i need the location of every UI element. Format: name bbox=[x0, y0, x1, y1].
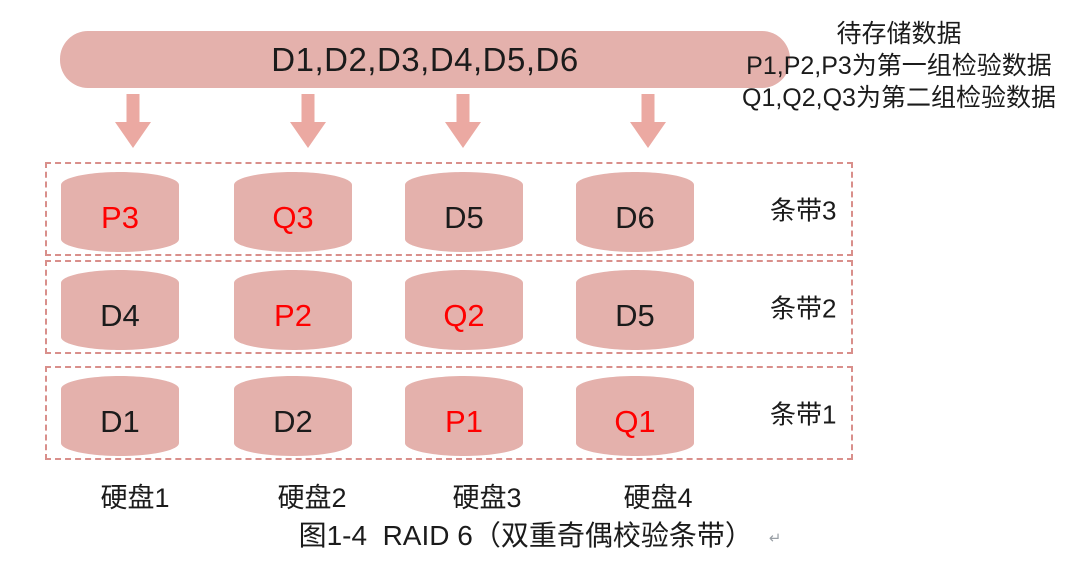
annotation-line-1: 待存储数据 bbox=[836, 20, 962, 48]
disk-block: Q2 bbox=[405, 270, 523, 350]
block-label: D2 bbox=[273, 404, 313, 439]
disk-block: D5 bbox=[576, 270, 694, 350]
block-label: P2 bbox=[274, 298, 312, 333]
down-arrow-icon bbox=[290, 94, 326, 148]
disk-block: P2 bbox=[234, 270, 352, 350]
annotation-line-2: P1,P2,P3为第一组检验数据 bbox=[746, 52, 1052, 80]
block-label: D6 bbox=[615, 200, 655, 235]
disk-label-3: 硬盘3 bbox=[452, 483, 522, 513]
annotation-block: 待存储数据 P1,P2,P3为第一组检验数据 Q1,Q2,Q3为第二组检验数据 bbox=[718, 18, 1080, 114]
disk-block: P3 bbox=[61, 172, 179, 252]
block-label: D5 bbox=[615, 298, 655, 333]
block-label: P1 bbox=[445, 404, 483, 439]
disk-block: D2 bbox=[234, 376, 352, 456]
disk-block: Q3 bbox=[234, 172, 352, 252]
disk-block: Q1 bbox=[576, 376, 694, 456]
annotation-line-3: Q1,Q2,Q3为第二组检验数据 bbox=[742, 84, 1056, 112]
block-label: Q3 bbox=[272, 200, 314, 235]
stripe-row-1: D1 D2 P1 Q1 条带1 bbox=[45, 366, 853, 460]
paragraph-mark-icon: ↵ bbox=[768, 529, 782, 547]
block-label: P3 bbox=[101, 200, 139, 235]
stripe-row-3: P3 Q3 D5 D6 条带3 bbox=[45, 162, 853, 256]
stripe-label: 条带2 bbox=[770, 293, 837, 324]
disk-label-1: 硬盘1 bbox=[100, 483, 170, 513]
disk-block: D1 bbox=[61, 376, 179, 456]
block-label: D1 bbox=[100, 404, 140, 439]
down-arrow-icon bbox=[445, 94, 481, 148]
pending-data-bar: D1,D2,D3,D4,D5,D6 bbox=[60, 31, 790, 88]
down-arrow-icon bbox=[630, 94, 666, 148]
stripe-row-2: D4 P2 Q2 D5 条带2 bbox=[45, 260, 853, 354]
block-label: D5 bbox=[444, 200, 484, 235]
disk-label-2: 硬盘2 bbox=[277, 483, 347, 513]
stripe-label: 条带1 bbox=[770, 399, 837, 430]
disk-block: D5 bbox=[405, 172, 523, 252]
block-label: Q1 bbox=[614, 404, 656, 439]
disk-block: D6 bbox=[576, 172, 694, 252]
figure-caption: 图1-4 RAID 6（双重奇偶校验条带） ↵ bbox=[0, 514, 1080, 554]
disk-block: P1 bbox=[405, 376, 523, 456]
block-label: D4 bbox=[100, 298, 140, 333]
pending-data-label: D1,D2,D3,D4,D5,D6 bbox=[271, 40, 579, 78]
figure-caption-text: 图1-4 RAID 6（双重奇偶校验条带） bbox=[298, 520, 753, 551]
down-arrow-icon bbox=[115, 94, 151, 148]
disk-block: D4 bbox=[61, 270, 179, 350]
disk-label-4: 硬盘4 bbox=[623, 483, 693, 513]
block-label: Q2 bbox=[443, 298, 485, 333]
stripe-label: 条带3 bbox=[770, 195, 837, 226]
